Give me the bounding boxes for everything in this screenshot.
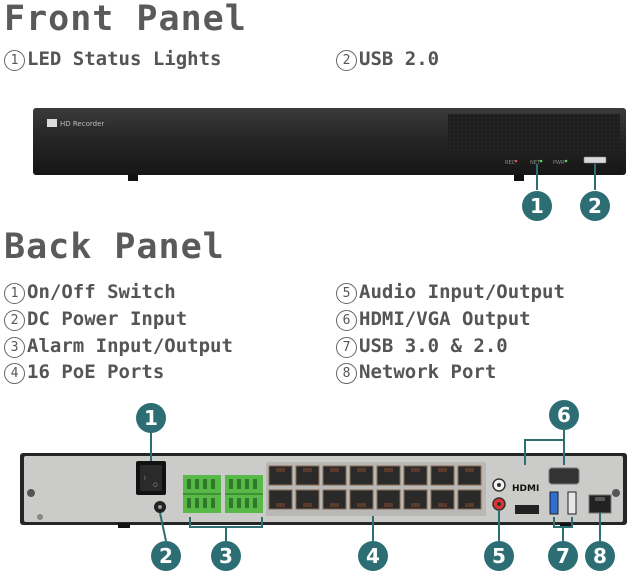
legend-number: 2 <box>4 310 25 331</box>
back-panel-title: Back Panel <box>4 227 225 267</box>
screw-icon <box>27 489 35 497</box>
front-vent-grille <box>448 114 620 154</box>
front-marker-1: 1 <box>522 191 552 221</box>
legend-number: 2 <box>336 50 357 71</box>
legend-label: LED Status Lights <box>27 48 222 70</box>
back-marker-8: 8 <box>585 541 615 571</box>
logo-icon <box>47 119 57 127</box>
vga-port[interactable] <box>548 467 580 485</box>
recorder-logo-text: HD Recorder <box>60 120 104 128</box>
legend-label: Audio Input/Output <box>359 281 565 303</box>
led-pwr-icon <box>564 159 568 163</box>
screw-icon <box>612 489 620 497</box>
svg-text:O: O <box>153 482 158 489</box>
legend-number: 7 <box>336 337 357 358</box>
led-label-rec: REC <box>505 160 516 166</box>
back-marker-4: 4 <box>358 541 388 571</box>
legend-number: 1 <box>4 50 25 71</box>
legend-label: On/Off Switch <box>27 281 176 303</box>
front-usb-port[interactable] <box>583 156 607 164</box>
back-marker-5: 5 <box>484 541 514 571</box>
front-panel-title: Front Panel <box>4 0 247 39</box>
back-panel-device: I O HDMI <box>20 430 627 542</box>
legend-number: 6 <box>336 310 357 331</box>
led-rec-icon <box>514 159 518 163</box>
legend-label: USB 2.0 <box>359 48 440 70</box>
legend-label: 16 PoE Ports <box>27 361 165 383</box>
hdmi-port[interactable] <box>515 505 539 514</box>
legend-number: 5 <box>336 283 357 304</box>
back-marker-3: 3 <box>211 541 241 571</box>
legend-label: Alarm Input/Output <box>27 335 233 357</box>
legend-label: USB 3.0 & 2.0 <box>359 335 508 357</box>
led-label-pwr: PWR <box>553 160 565 166</box>
ground-screw-icon <box>37 514 43 520</box>
front-panel-device: HD Recorder REC NET PWR <box>33 108 626 190</box>
legend-number: 8 <box>336 363 357 384</box>
back-marker-1: 1 <box>136 403 166 433</box>
led-label-net: NET <box>530 160 541 166</box>
hdmi-logo-text: HDMI <box>512 484 539 494</box>
back-marker-6: 6 <box>549 400 579 430</box>
legend-label: Network Port <box>359 361 497 383</box>
led-net-icon <box>539 159 543 163</box>
usb2-port[interactable] <box>567 491 577 515</box>
front-marker-2: 2 <box>580 191 610 221</box>
legend-label: HDMI/VGA Output <box>359 308 531 330</box>
svg-text:I: I <box>144 475 146 482</box>
back-marker-2: 2 <box>151 541 181 571</box>
legend-number: 3 <box>4 337 25 358</box>
legend-label: DC Power Input <box>27 308 188 330</box>
usb3-port[interactable] <box>549 491 559 515</box>
legend-number: 1 <box>4 283 25 304</box>
legend-number: 4 <box>4 363 25 384</box>
back-marker-7: 7 <box>548 541 578 571</box>
